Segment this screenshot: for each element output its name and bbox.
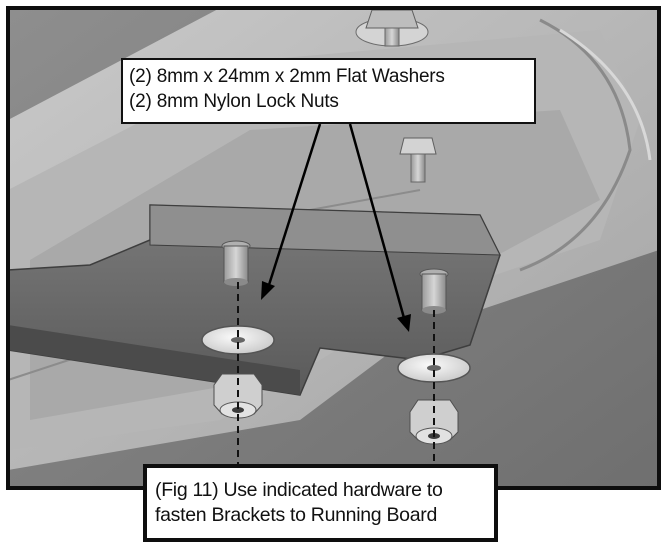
callout-nuts-text: (2) 8mm Nylon Lock Nuts xyxy=(129,91,339,112)
caption-line-1: (Fig 11) Use indicated hardware to xyxy=(155,479,443,501)
caption-line-2: fasten Brackets to Running Board xyxy=(155,504,437,526)
hardware-callout: (2) 8mm x 24mm x 2mm Flat Washers (2) 8m… xyxy=(121,58,536,124)
figure-caption: (Fig 11) Use indicated hardware to faste… xyxy=(143,464,498,542)
top-bolt-2 xyxy=(399,137,437,183)
leader-arrows xyxy=(261,123,411,332)
bracket-bolt-left xyxy=(221,240,251,286)
top-bolt-1 xyxy=(355,9,429,47)
bracket-bolt-right xyxy=(419,268,449,314)
callout-washers-text: (2) 8mm x 24mm x 2mm Flat Washers xyxy=(129,66,445,87)
flat-washer-left xyxy=(201,325,275,355)
